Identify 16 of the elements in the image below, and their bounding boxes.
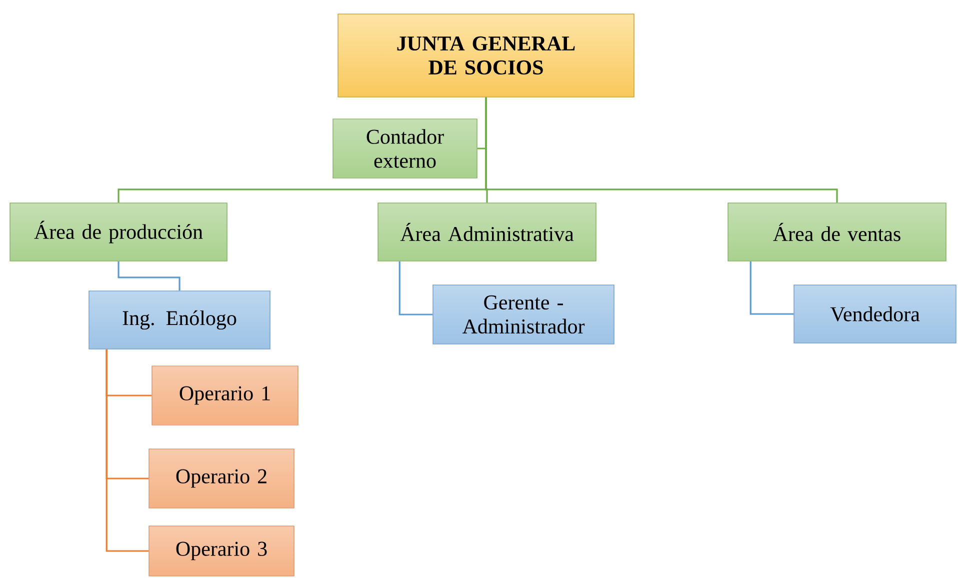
org-box: Operario 1 (152, 366, 298, 426)
org-box: Área Administrativa (378, 202, 596, 262)
org-box: Vendedora (794, 284, 956, 344)
connector-line (106, 349, 149, 552)
org-box: Gerente - Administrador (432, 284, 614, 344)
org-box: Contador externo (332, 118, 478, 178)
connector-line (485, 97, 838, 203)
connector-line (750, 261, 794, 315)
org-box: Ing. Enólogo (88, 290, 270, 350)
connector-line (398, 261, 433, 316)
org-box: Área de producción (10, 202, 228, 262)
org-box: Operario 2 (148, 448, 294, 508)
org-box: JUNTA GENERAL DE SOCIOS (338, 14, 634, 98)
org-box: Área de ventas (728, 202, 946, 262)
connector-line (118, 261, 180, 291)
org-box: Operario 3 (148, 526, 294, 576)
